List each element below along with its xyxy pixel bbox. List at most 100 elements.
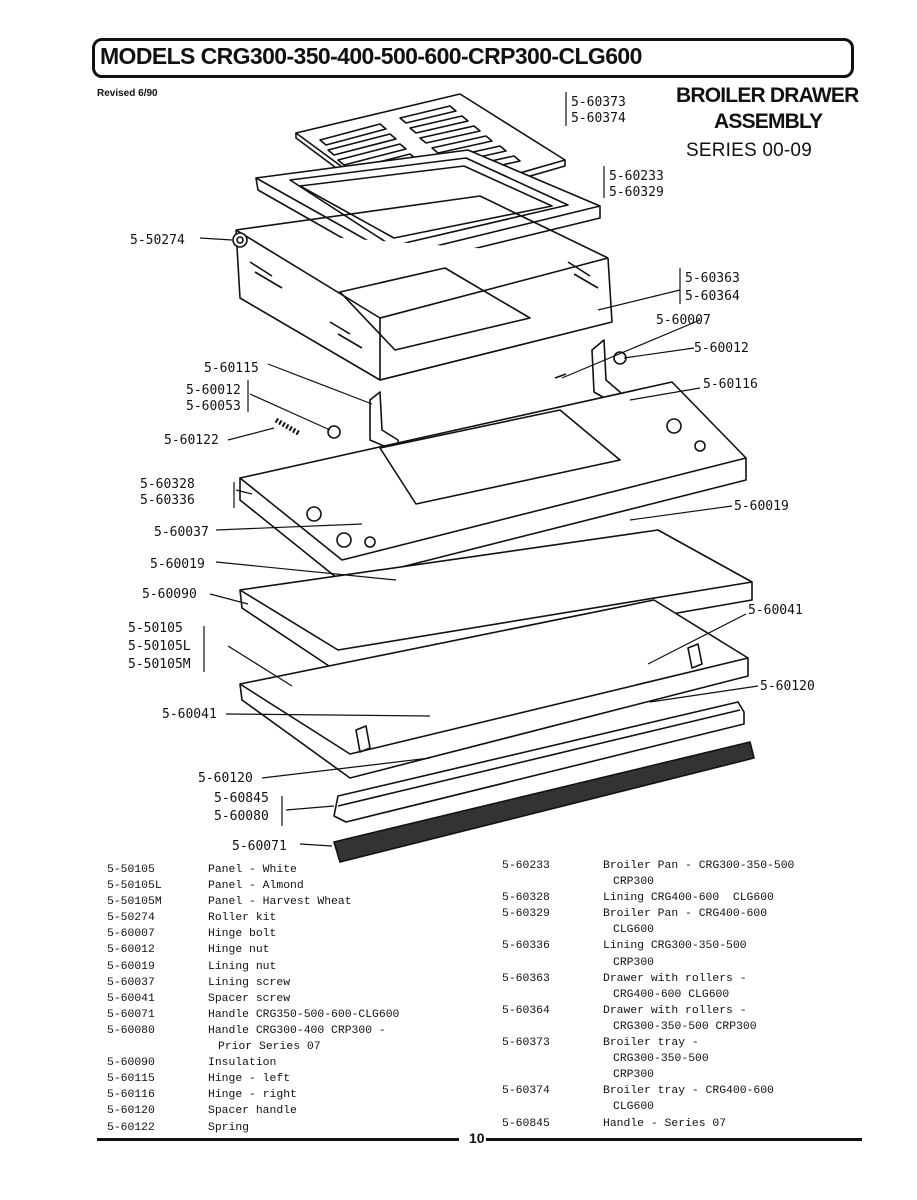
callout-label: 5-60374: [571, 111, 626, 126]
part-number: 5-60364: [502, 1004, 550, 1017]
footer-rule-right: [486, 1138, 862, 1141]
callout-label: 5-60053: [186, 399, 241, 414]
callout-label: 5-50274: [130, 233, 185, 248]
part-description-line: Spring: [208, 1121, 250, 1134]
callout-label: 5-50105M: [128, 657, 191, 672]
parts-row: 5-60122 Spring: [107, 1120, 448, 1136]
part-description: Spring: [208, 1120, 448, 1136]
part-description: Hinge nut: [208, 942, 448, 958]
callout-label: 5-60373: [571, 95, 626, 110]
part-description-line: Insulation: [208, 1057, 277, 1070]
callout-label: 5-60090: [142, 587, 197, 602]
revised-date: Revised 6/90: [97, 88, 158, 99]
parts-row: 5-50274 Roller kit: [107, 910, 448, 926]
part-description-line: Hinge bolt: [208, 928, 277, 941]
assembly-title-line2: ASSEMBLY: [714, 110, 823, 133]
handle-spacer-drawing: [333, 701, 745, 823]
part-description-line: Broiler Pan - CRG400-600: [603, 908, 768, 921]
title-box: [92, 38, 854, 78]
page-title: MODELS CRG300-350-400-500-600-CRP300-CLG…: [100, 43, 642, 69]
callout-label: 5-60329: [609, 185, 664, 200]
part-number: 5-60115: [107, 1073, 155, 1086]
part-number: 5-60122: [107, 1121, 155, 1134]
part-number: 5-60041: [107, 992, 155, 1005]
part-description-line: Lining screw: [208, 976, 291, 989]
callout-label: 5-60120: [760, 679, 815, 694]
part-description: Lining CRG400-600 CLG600: [603, 890, 843, 906]
part-description: Handle - Series 07: [603, 1116, 843, 1132]
assembly-series: SERIES 00-09: [686, 140, 812, 161]
part-description: Insulation: [208, 1055, 448, 1071]
callout-label: 5-60041: [162, 707, 217, 722]
callout-label: 5-60012: [694, 341, 749, 356]
part-description-line: CLG600: [613, 924, 655, 937]
part-description-line: Spacer screw: [208, 992, 291, 1005]
part-description: Hinge - right: [208, 1087, 448, 1103]
callout-label: 5-50105L: [128, 639, 191, 654]
callout-label: 5-60363: [685, 271, 740, 286]
part-description-line: CRG300-350-500 CRP300: [613, 1020, 757, 1033]
part-description-line: Hinge - right: [208, 1089, 297, 1102]
part-number: 5-60007: [107, 928, 155, 941]
part-description-line: Broiler Pan - CRG300-350-500: [603, 860, 795, 872]
callout-label: 5-60845: [214, 791, 269, 806]
part-description-line: Drawer with rollers -: [603, 1004, 747, 1017]
part-description: Spacer handle: [208, 1103, 448, 1119]
handle-drawing: [333, 741, 755, 863]
part-number: 5-60071: [107, 1008, 155, 1021]
part-description-line: Broiler tray - CRG400-600: [603, 1085, 774, 1098]
part-description-line: Broiler tray -: [603, 1037, 699, 1050]
part-description-line: Panel - White: [208, 864, 297, 876]
part-description: Hinge - left: [208, 1071, 448, 1087]
part-description: Handle CRG350-500-600-CLG600: [208, 1007, 448, 1023]
part-number: 5-60116: [107, 1089, 155, 1102]
callout-label: 5-60120: [198, 771, 253, 786]
parts-row: 5-60364 Drawer with rollers - CRG300-350-5…: [502, 1003, 843, 1035]
callout-label: 5-60012: [186, 383, 241, 398]
callout-label: 5-60019: [150, 557, 205, 572]
part-number: 5-50274: [107, 912, 155, 925]
callout-label: 5-60037: [154, 525, 209, 540]
part-description: Lining screw: [208, 975, 448, 991]
callout-label: 5-60116: [703, 377, 758, 392]
leader-lines: [199, 92, 759, 847]
part-description-line: Handle CRG350-500-600-CLG600: [208, 1008, 400, 1021]
parts-row: 5-60071 Handle CRG350-500-600-CLG600: [107, 1007, 448, 1023]
part-description-line: Handle CRG300-400 CRP300 -: [208, 1024, 386, 1037]
part-description: Roller kit: [208, 910, 448, 926]
part-callouts: 5-60373 5-60374 5-60233 5-60329 5-50274 …: [128, 95, 815, 854]
part-description-line: CLG600: [613, 1101, 655, 1114]
callout-label: 5-60071: [232, 839, 287, 854]
callout-label: 5-60019: [734, 499, 789, 514]
part-description: Panel - White: [208, 862, 448, 878]
callout-label: 5-60080: [214, 809, 269, 824]
part-description-line: Roller kit: [208, 912, 277, 925]
assembly-title-line1: BROILER DRAWER: [676, 84, 859, 107]
part-description-line: Hinge nut: [208, 944, 270, 957]
part-description-line: CRP300: [613, 876, 655, 889]
callout-label: 5-60233: [609, 169, 664, 184]
callout-label: 5-60336: [140, 493, 195, 508]
part-number: 5-60363: [502, 972, 550, 985]
parts-row: 5-60116 Hinge - right: [107, 1087, 448, 1103]
part-number: 5-60373: [502, 1037, 550, 1050]
part-number: 5-60080: [107, 1024, 155, 1037]
part-description-line: Prior Series 07: [218, 1041, 321, 1054]
